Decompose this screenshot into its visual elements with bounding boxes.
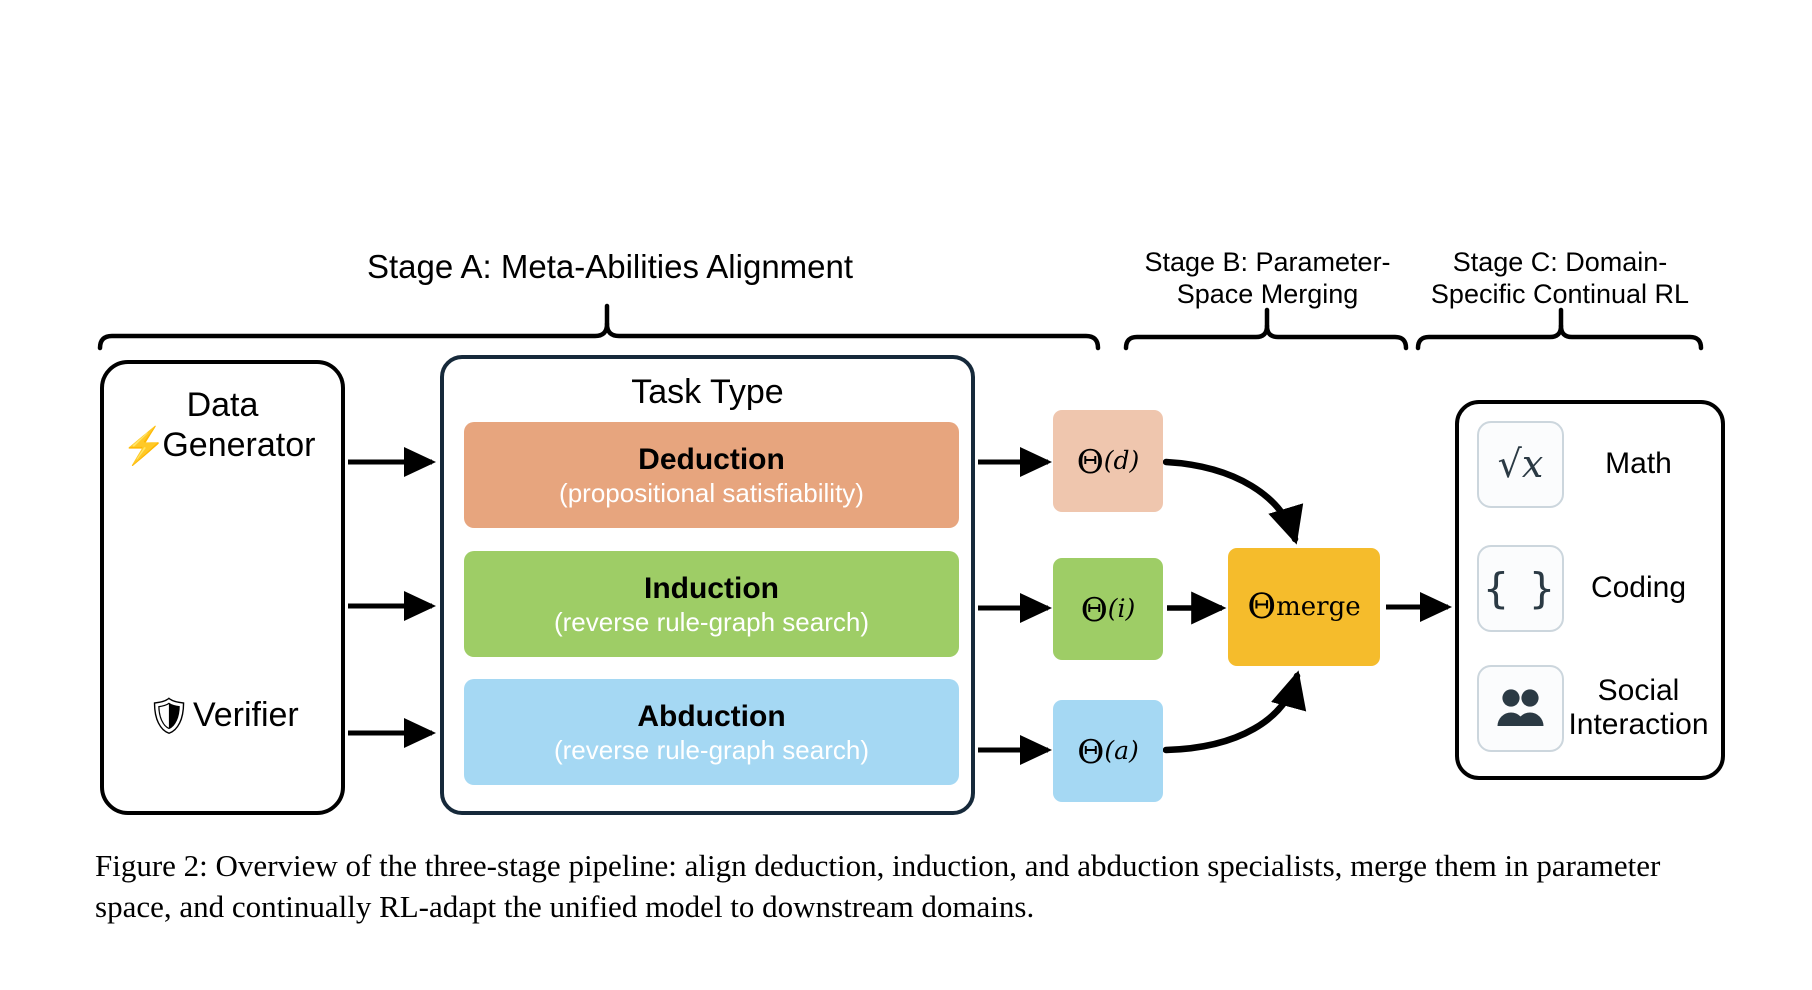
domain-label: Math xyxy=(1605,447,1672,481)
stage-c-brace xyxy=(1415,307,1704,351)
domain-row-social-interaction: Social Interaction xyxy=(1477,660,1709,756)
people-group-glyph xyxy=(1497,689,1543,726)
task-card-title: Induction xyxy=(644,571,779,605)
people-group-icon xyxy=(1477,664,1564,752)
stage-b-label: Stage B: Parameter- Space Merging xyxy=(1144,247,1391,309)
theta-symbol: Θ xyxy=(1247,587,1277,627)
task-type-panel: Task Type Deduction (propositional satis… xyxy=(440,355,975,815)
stage-c-label: Stage C: Domain- Specific Continual RL xyxy=(1430,247,1690,309)
domain-label: Coding xyxy=(1590,571,1687,605)
theta-deduction-box: Θ(d) xyxy=(1053,410,1163,512)
task-card-induction: Induction (reverse rule-graph search) xyxy=(464,551,959,657)
stage-b-brace xyxy=(1123,307,1409,351)
domain-label: Social Interaction xyxy=(1568,674,1709,741)
arrow-theta-a-to-merge xyxy=(1162,670,1307,754)
verifier-entry: 🛡 Verifier xyxy=(104,696,341,735)
downstream-domains-panel: √x Math { } Coding Social Interaction xyxy=(1455,400,1725,780)
theta-symbol: Θ xyxy=(1080,589,1108,629)
data-panel-title: Data xyxy=(186,386,259,424)
curly-braces-icon: { } xyxy=(1477,544,1564,632)
theta-symbol: Θ xyxy=(1077,731,1105,771)
verifier-label: Verifier xyxy=(192,696,299,734)
figure-caption: Figure 2: Overview of the three-stage pi… xyxy=(95,848,1661,925)
task-card-abduction: Abduction (reverse rule-graph search) xyxy=(464,679,959,785)
generator-label: Generator xyxy=(162,426,316,464)
square-root-icon: √x xyxy=(1477,420,1564,508)
generator-entry: ⚡ Generator xyxy=(104,426,341,465)
task-card-subtitle: (propositional satisfiability) xyxy=(559,477,864,508)
square-root-glyph: √x xyxy=(1497,442,1544,486)
theta-induction-box: Θ(i) xyxy=(1053,558,1163,660)
task-type-title: Task Type xyxy=(631,373,784,411)
task-card-title: Abduction xyxy=(637,699,786,733)
arrow-theta-d-to-merge xyxy=(1162,458,1304,545)
stage-a-label: Stage A: Meta-Abilities Alignment xyxy=(366,248,854,285)
task-card-subtitle: (reverse rule-graph search) xyxy=(553,734,869,765)
domain-row-math: √x Math xyxy=(1477,416,1709,512)
task-card-subtitle: (reverse rule-graph search) xyxy=(553,606,869,637)
shield-icon: 🛡 xyxy=(146,694,192,736)
theta-abduction-box: Θ(a) xyxy=(1053,700,1163,802)
theta-symbol: Θ xyxy=(1076,441,1104,481)
curly-braces-glyph: { } xyxy=(1482,563,1559,613)
task-card-deduction: Deduction (propositional satisfiability) xyxy=(464,422,959,528)
stage-a-brace xyxy=(97,303,1101,351)
data-engine-panel: Data ⚡ Generator 🛡 Verifier xyxy=(100,360,345,815)
task-card-title: Deduction xyxy=(638,442,785,476)
domain-row-coding: { } Coding xyxy=(1477,540,1709,636)
lightning-bolt-icon: ⚡ xyxy=(121,424,167,466)
